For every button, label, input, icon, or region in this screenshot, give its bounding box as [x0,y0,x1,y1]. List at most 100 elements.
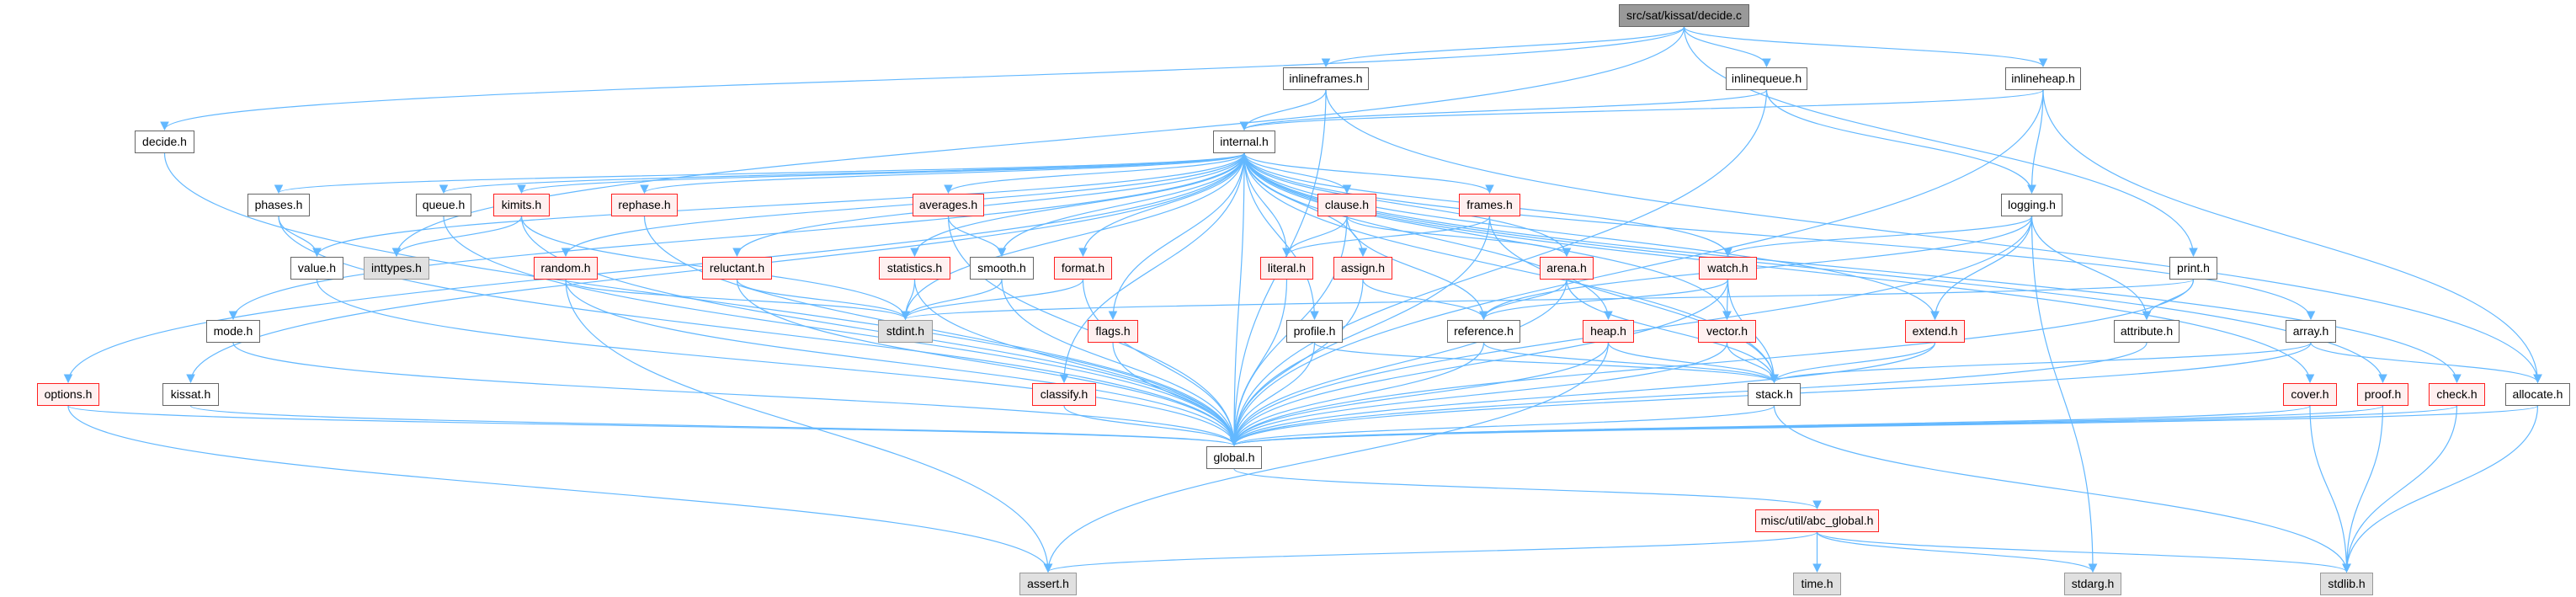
edge-abc_global-to-stdarg [1816,531,2098,573]
edge-queue-to-global [443,216,1239,447]
edge-vector-to-global [1229,342,1728,447]
node-allocate[interactable]: allocate.h [2505,383,2570,406]
edge-heap-to-stack [1607,342,1779,384]
node-queue[interactable]: queue.h [416,194,471,216]
edge-print-to-stdint [901,279,2195,321]
edge-proof-to-stdlib [2342,405,2384,573]
node-assign[interactable]: assign.h [1333,257,1392,280]
edge-options-to-global [67,405,1238,447]
edge-logging-to-attribute [2030,216,2152,321]
edge-logging-to-extend [1930,216,2033,321]
edge-internal-to-random [561,152,1245,258]
node-print[interactable]: print.h [2169,257,2217,280]
edge-internal-to-value [312,152,1245,258]
edge-inlineheap-to-allocate [2042,89,2542,384]
node-arena[interactable]: arena.h [1540,257,1594,280]
edge-internal-to-kimits [517,152,1245,195]
edge-internal-to-classify [1059,152,1245,384]
node-abc-global[interactable]: misc/util/abc_global.h [1755,509,1879,532]
edge-watch-to-reference [1479,279,1729,321]
edge-classify-to-global [1063,405,1239,447]
node-extend[interactable]: extend.h [1905,320,1965,343]
edge-watch-to-global [1229,279,1729,447]
node-phases[interactable]: phases.h [247,194,310,216]
edge-inlineheap-to-logging [2027,89,2044,195]
node-time[interactable]: time.h [1793,573,1841,595]
edge-internal-to-profile [1243,152,1319,321]
node-options[interactable]: options.h [37,383,99,406]
node-inlineframes[interactable]: inlineframes.h [1283,67,1369,90]
node-watch[interactable]: watch.h [1699,257,1757,280]
edge-heap-to-assert [1043,342,1610,573]
node-cover[interactable]: cover.h [2283,383,2337,406]
edge-check-to-stdlib [2342,405,2458,573]
edge-phases-to-value [278,216,322,258]
node-literal[interactable]: literal.h [1260,257,1313,280]
node-global[interactable]: global.h [1206,446,1262,469]
edge-heap-to-global [1229,342,1610,447]
edge-format-to-stdint [901,279,1084,321]
node-flags[interactable]: flags.h [1088,320,1138,343]
node-stdlib[interactable]: stdlib.h [2320,573,2373,595]
node-smooth[interactable]: smooth.h [970,257,1034,280]
edge-internal-to-stack [1243,152,1779,384]
edge-inlinequeue-to-internal [1239,89,1768,131]
node-root[interactable]: src/sat/kissat/decide.c [1619,4,1749,27]
node-profile[interactable]: profile.h [1286,320,1343,343]
node-attribute[interactable]: attribute.h [2114,320,2179,343]
node-logging[interactable]: logging.h [2001,194,2062,216]
edge-extend-to-global [1229,342,1936,447]
edge-clause-to-arena [1346,216,1572,258]
edge-inlinequeue-to-global [1229,89,1768,447]
edge-root-to-inlineheap [1683,26,2048,68]
node-stdint[interactable]: stdint.h [878,320,933,343]
node-vector[interactable]: vector.h [1698,320,1756,343]
node-statistics[interactable]: statistics.h [879,257,950,280]
edge-reluctant-to-stdint [736,279,910,321]
node-stdarg[interactable]: stdarg.h [2064,573,2121,595]
edge-logging-to-stdarg [2030,216,2098,573]
node-inttypes[interactable]: inttypes.h [364,257,429,280]
edge-frames-to-literal [1282,216,1491,258]
edge-root-to-decide [160,26,1685,131]
node-value[interactable]: value.h [290,257,343,280]
node-random[interactable]: random.h [534,257,598,280]
node-format[interactable]: format.h [1054,257,1112,280]
node-kissat[interactable]: kissat.h [162,383,219,406]
node-assert[interactable]: assert.h [1019,573,1077,595]
node-heap[interactable]: heap.h [1583,320,1634,343]
edge-stack-to-global [1229,405,1775,447]
node-inlineheap[interactable]: inlineheap.h [2005,67,2081,90]
edge-value-to-global [316,279,1239,447]
edge-array-to-allocate [2310,342,2542,384]
node-array[interactable]: array.h [2286,320,2336,343]
edge-allocate-to-global [1230,405,2539,447]
node-reluctant[interactable]: reluctant.h [702,257,772,280]
node-check[interactable]: check.h [2429,383,2485,406]
node-rephase[interactable]: rephase.h [611,194,678,216]
node-reference[interactable]: reference.h [1447,320,1520,343]
edge-profile-to-stack [1313,342,1779,384]
edge-abc_global-to-assert [1043,531,1818,573]
edge-frames-to-stack [1488,216,1779,384]
node-mode[interactable]: mode.h [206,320,260,343]
node-decide[interactable]: decide.h [135,131,194,153]
node-classify[interactable]: classify.h [1032,383,1096,406]
node-clause[interactable]: clause.h [1317,194,1376,216]
edge-random-to-assert [565,279,1053,573]
node-kimits[interactable]: kimits.h [493,194,550,216]
node-stack[interactable]: stack.h [1748,383,1801,406]
edge-root-to-inttypes [391,26,1685,258]
edge-arena-to-stack [1566,279,1779,384]
node-inlinequeue[interactable]: inlinequeue.h [1726,67,1807,90]
edge-internal-to-stdint [901,152,1245,321]
edge-kissat-to-global [189,405,1238,447]
edge-internal-to-phases [274,152,1245,195]
edge-clause-to-reference [1346,216,1488,321]
edge-inlineframes-to-allocate [1325,89,2542,384]
node-proof[interactable]: proof.h [2357,383,2408,406]
node-frames[interactable]: frames.h [1459,194,1520,216]
node-internal[interactable]: internal.h [1213,131,1275,153]
node-averages[interactable]: averages.h [913,194,984,216]
